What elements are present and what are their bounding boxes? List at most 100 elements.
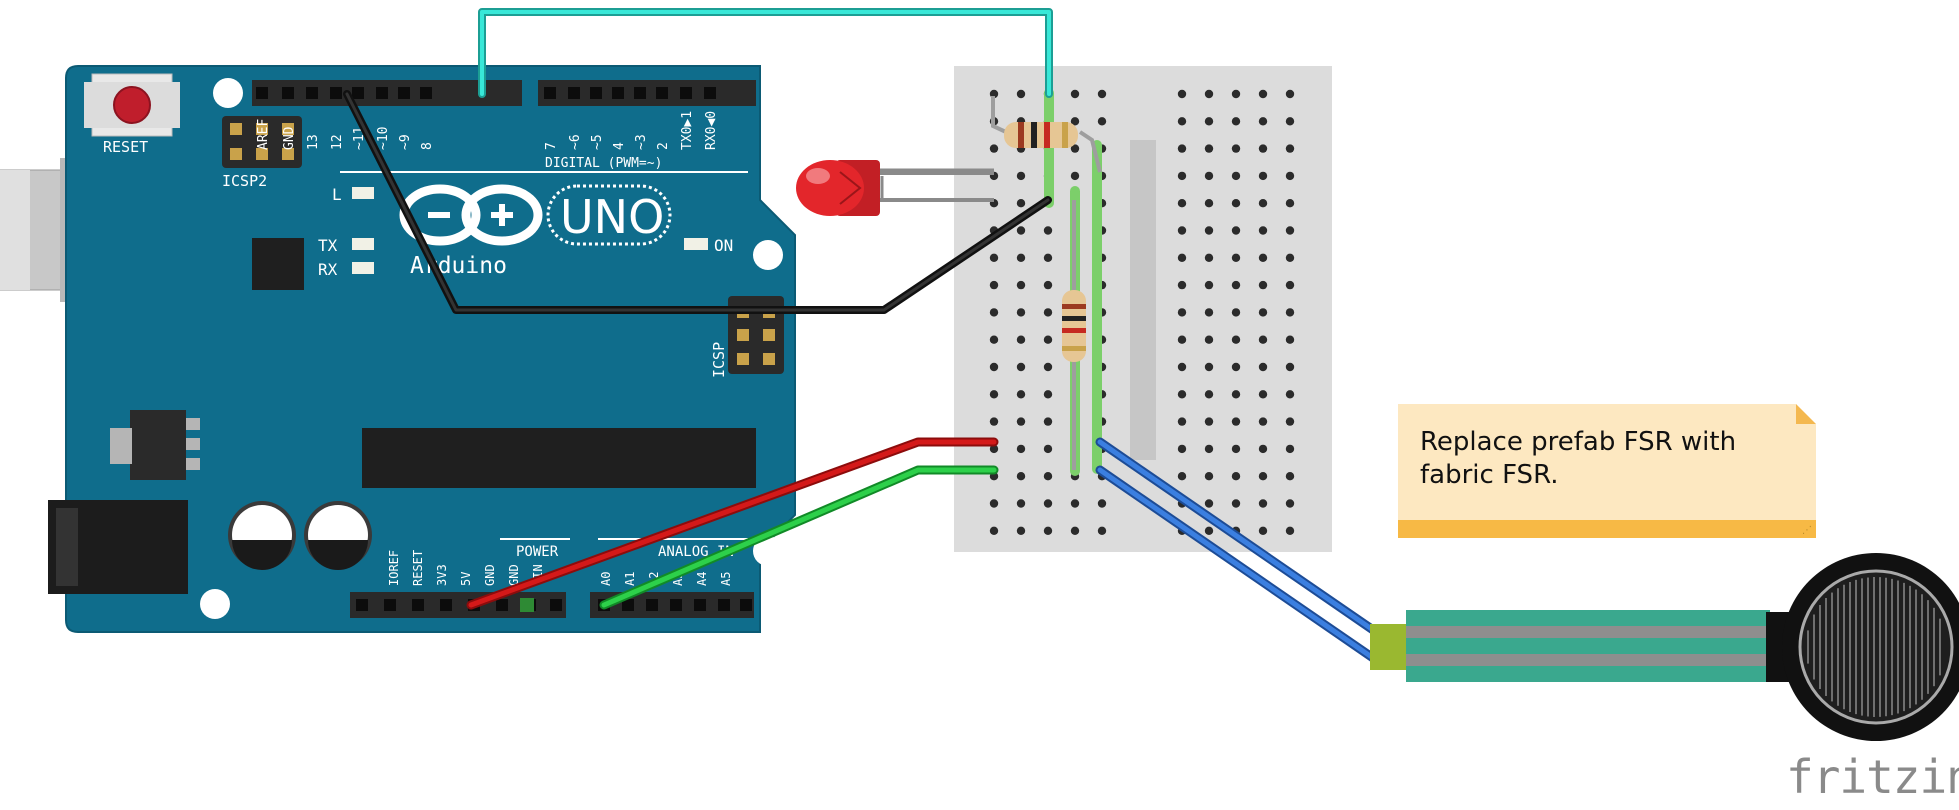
breadboard-hole xyxy=(1043,390,1053,399)
breadboard-hole xyxy=(1231,280,1241,290)
header-pin xyxy=(440,599,452,611)
breadboard-hole xyxy=(989,417,999,426)
usb-chip xyxy=(252,238,304,290)
breadboard-hole xyxy=(1204,362,1214,372)
breadboard-hole xyxy=(1043,226,1053,235)
breadboard-hole xyxy=(1204,308,1214,317)
breadboard-hole xyxy=(989,526,999,535)
breadboard-hole xyxy=(1204,144,1214,153)
breadboard-hole xyxy=(1177,390,1187,399)
breadboard-hole xyxy=(1258,335,1268,344)
breadboard-hole xyxy=(1258,144,1268,153)
breadboard-hole xyxy=(1204,253,1214,262)
breadboard-hole xyxy=(1285,444,1295,454)
breadboard-hole xyxy=(1285,335,1295,344)
header-pin xyxy=(646,599,658,611)
analog-pin-label: A4 xyxy=(695,572,709,586)
breadboard-hole xyxy=(1016,199,1026,208)
digital-label: DIGITAL (PWM=~) xyxy=(545,156,662,171)
breadboard-hole xyxy=(1043,417,1053,426)
uno-badge xyxy=(546,184,672,246)
header-pin xyxy=(306,87,318,99)
led-tx-indicator xyxy=(352,238,374,250)
digital-pin-label: TX0▶1 xyxy=(680,111,695,150)
header-pin xyxy=(740,599,752,611)
fritzing-watermark: fritzing xyxy=(1786,750,1959,804)
breadboard-hole xyxy=(1070,171,1080,181)
breadboard-hole xyxy=(1231,226,1241,235)
reset-button[interactable] xyxy=(84,73,180,137)
header-pin xyxy=(384,599,396,611)
analog-pin-label: A0 xyxy=(599,572,613,586)
breadboard-hole xyxy=(1043,444,1053,454)
breadboard-hole xyxy=(1258,226,1268,235)
analog-pin-label: A1 xyxy=(623,572,637,586)
wire-blue xyxy=(1095,437,1381,665)
digital-pin-label: 2 xyxy=(656,142,671,150)
header-pin xyxy=(352,87,364,99)
power-pin-label: IOREF xyxy=(387,550,401,586)
note-bar xyxy=(1398,520,1816,538)
breadboard-hole xyxy=(1258,472,1268,481)
breadboard-hole xyxy=(1016,390,1026,399)
breadboard-hole xyxy=(1285,526,1295,535)
breadboard-hole xyxy=(1016,472,1026,481)
breadboard-hole xyxy=(1231,117,1241,126)
wire-green xyxy=(599,465,999,610)
breadboard-hole xyxy=(1231,472,1241,481)
power-jack xyxy=(48,500,188,594)
breadboard-hole xyxy=(1097,89,1107,99)
breadboard-hole xyxy=(1231,144,1241,153)
breadboard-hole xyxy=(1204,335,1214,344)
breadboard-hole xyxy=(1258,526,1268,535)
breadboard-hole xyxy=(1043,280,1053,290)
breadboard-hole xyxy=(989,335,999,344)
breadboard-hole xyxy=(1285,390,1295,399)
breadboard-hole xyxy=(1285,89,1295,99)
resize-grip-icon[interactable]: ⋰ xyxy=(1802,525,1812,536)
breadboard-hole xyxy=(1016,89,1026,99)
resistor xyxy=(991,96,1102,173)
tx-label: TX xyxy=(318,236,338,255)
breadboard-hole xyxy=(1258,390,1268,399)
digital-pin-label: ~5 xyxy=(590,134,605,150)
breadboard-hole xyxy=(1204,89,1214,99)
breadboard-hole xyxy=(1043,526,1053,535)
breadboard-hole xyxy=(1231,199,1241,208)
fsr-sensor xyxy=(1370,553,1959,741)
digital-pin-label: GND xyxy=(282,126,297,150)
breadboard-hole xyxy=(1043,472,1053,481)
header-pin xyxy=(612,87,624,99)
header-pin xyxy=(420,87,432,99)
power-pin-label: 5V xyxy=(459,572,473,586)
led-icon xyxy=(796,160,994,216)
icsp-header xyxy=(728,296,784,374)
breadboard-hole xyxy=(989,280,999,290)
breadboard-hole xyxy=(1258,417,1268,426)
breadboard-hole xyxy=(1285,472,1295,481)
icsp2-header xyxy=(222,116,302,168)
breadboard-hole xyxy=(1070,526,1080,535)
breadboard-hole xyxy=(1043,499,1053,508)
note-text: Replace prefab FSR with fabric FSR. xyxy=(1420,427,1737,490)
breadboard-hole xyxy=(1204,499,1214,508)
breadboard-hole xyxy=(1016,308,1026,317)
reset-label: RESET xyxy=(103,138,148,156)
mounting-hole xyxy=(213,78,243,108)
header-pin xyxy=(398,87,410,99)
breadboard-hole xyxy=(989,253,999,262)
power-label: POWER xyxy=(516,544,559,560)
breadboard-hole xyxy=(1043,253,1053,262)
breadboard-hole xyxy=(1285,417,1295,426)
digital-pin-label: AREF xyxy=(256,119,271,150)
breadboard-hole xyxy=(1258,362,1268,372)
led-l-indicator xyxy=(352,187,374,199)
header-pin xyxy=(568,87,580,99)
breadboard-hole xyxy=(1285,171,1295,181)
breadboard-hole xyxy=(1204,444,1214,454)
icsp2-label: ICSP2 xyxy=(222,172,267,190)
breadboard-hole xyxy=(1231,308,1241,317)
header-pin xyxy=(634,87,646,99)
header-pin xyxy=(550,599,562,611)
